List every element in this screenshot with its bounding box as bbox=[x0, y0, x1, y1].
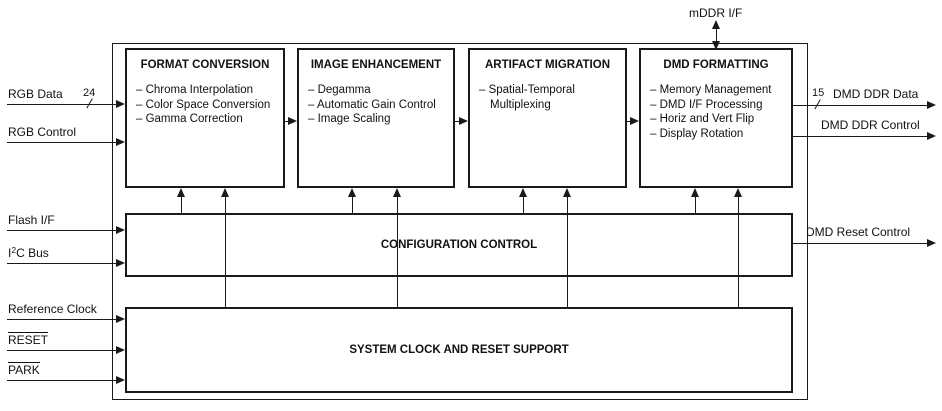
flash-if-line bbox=[7, 230, 117, 232]
clock-to-am-line bbox=[567, 195, 569, 307]
i2c-label-pre: I bbox=[8, 246, 12, 260]
config-to-fc-arrowhead bbox=[177, 188, 185, 197]
format-conversion-block: FORMAT CONVERSION – Chroma Interpolation… bbox=[125, 48, 285, 188]
dmd-formatting-title: DMD FORMATTING bbox=[663, 59, 769, 71]
list-item: – Horiz and Vert Flip bbox=[650, 113, 755, 126]
list-item: – DMD I/F Processing bbox=[650, 98, 763, 111]
config-to-ie-line bbox=[352, 195, 354, 213]
image-enhancement-items: – Degamma – Automatic Gain Control – Ima… bbox=[308, 83, 447, 127]
mddr-arrowhead-down bbox=[712, 41, 720, 50]
i2c-bus-line bbox=[7, 263, 117, 265]
clock-to-df-line bbox=[738, 195, 740, 307]
clock-to-ie-arrowhead bbox=[393, 188, 401, 197]
flash-if-label: Flash I/F bbox=[8, 213, 55, 227]
image-enhancement-title: IMAGE ENHANCEMENT bbox=[310, 59, 442, 71]
config-to-df-line bbox=[695, 195, 697, 213]
clock-to-fc-line bbox=[225, 195, 227, 307]
rgb-control-arrowhead bbox=[116, 138, 125, 146]
clock-to-fc-arrowhead bbox=[221, 188, 229, 197]
mddr-if-label: mDDR I/F bbox=[689, 6, 743, 20]
list-item: – Image Scaling bbox=[308, 113, 391, 126]
dmd-ddr-control-line bbox=[793, 136, 928, 138]
list-item: – Gamma Correction bbox=[136, 113, 243, 126]
system-clock-title: SYSTEM CLOCK AND RESET SUPPORT bbox=[349, 344, 569, 356]
system-clock-block: SYSTEM CLOCK AND RESET SUPPORT bbox=[125, 307, 793, 393]
i2c-label-post: C Bus bbox=[16, 246, 49, 260]
mddr-arrowhead-up bbox=[712, 20, 720, 29]
clock-to-am-arrowhead bbox=[563, 188, 571, 197]
dmd-formatting-block: DMD FORMATTING – Memory Management – DMD… bbox=[639, 48, 793, 188]
list-item: – Memory Management bbox=[650, 84, 772, 96]
flash-if-arrowhead bbox=[116, 226, 125, 234]
list-item: – Degamma bbox=[308, 84, 371, 96]
reference-clock-arrowhead bbox=[116, 315, 125, 323]
dmd-ddr-data-arrowhead bbox=[927, 101, 936, 109]
config-to-ie-arrowhead bbox=[348, 188, 356, 197]
artifact-migration-block: ARTIFACT MIGRATION – Spatial-Temporal Mu… bbox=[468, 48, 627, 188]
rgb-control-line bbox=[7, 142, 117, 144]
fc-to-ie-arrowhead bbox=[288, 117, 297, 125]
dmd-formatting-items: – Memory Management – DMD I/F Processing… bbox=[650, 83, 785, 141]
rgb-data-label: RGB Data bbox=[8, 87, 63, 101]
configuration-control-title: CONFIGURATION CONTROL bbox=[380, 239, 538, 251]
park-label-text: PARK bbox=[8, 362, 40, 377]
config-to-fc-line bbox=[181, 195, 183, 213]
dmd-ddr-data-line bbox=[793, 105, 928, 107]
config-to-am-line bbox=[523, 195, 525, 213]
reference-clock-line bbox=[7, 319, 117, 321]
i2c-bus-label: I2C Bus bbox=[8, 245, 49, 260]
park-arrowhead bbox=[116, 376, 125, 384]
rgb-data-bus-width: 24 bbox=[83, 87, 96, 99]
dmd-reset-control-arrowhead bbox=[927, 239, 936, 247]
list-item: – Chroma Interpolation bbox=[136, 84, 253, 96]
list-item: – Spatial-Temporal bbox=[479, 84, 575, 96]
reference-clock-label: Reference Clock bbox=[8, 302, 97, 316]
config-to-am-arrowhead bbox=[519, 188, 527, 197]
reset-label-text: RESET bbox=[8, 332, 49, 347]
dmd-ddr-control-arrowhead bbox=[927, 132, 936, 140]
list-item: – Automatic Gain Control bbox=[308, 98, 436, 111]
reset-label: RESET bbox=[8, 332, 49, 347]
dmd-reset-control-label: DMD Reset Control bbox=[806, 225, 911, 239]
format-conversion-title: FORMAT CONVERSION bbox=[140, 59, 270, 71]
ie-to-am-arrowhead bbox=[459, 117, 468, 125]
ddr-data-bus-width: 15 bbox=[812, 87, 825, 99]
rgb-data-arrowhead bbox=[116, 100, 125, 108]
am-to-df-arrowhead bbox=[630, 117, 639, 125]
ie-to-am-line bbox=[455, 121, 462, 123]
dmd-ddr-control-label: DMD DDR Control bbox=[821, 118, 920, 132]
image-enhancement-block: IMAGE ENHANCEMENT – Degamma – Automatic … bbox=[297, 48, 455, 188]
reset-line bbox=[7, 350, 117, 352]
format-conversion-items: – Chroma Interpolation – Color Space Con… bbox=[136, 83, 277, 127]
dmd-ddr-data-label: DMD DDR Data bbox=[833, 87, 919, 101]
dmd-reset-control-line bbox=[793, 243, 928, 245]
configuration-control-block: CONFIGURATION CONTROL bbox=[125, 213, 793, 277]
list-item: Multiplexing bbox=[490, 98, 551, 111]
config-to-df-arrowhead bbox=[691, 188, 699, 197]
rgb-data-line bbox=[7, 104, 117, 106]
list-item: – Display Rotation bbox=[650, 127, 744, 140]
rgb-control-label: RGB Control bbox=[8, 125, 77, 139]
i2c-label-sup: 2 bbox=[11, 245, 17, 255]
park-label: PARK bbox=[8, 362, 40, 377]
clock-to-ie-line bbox=[397, 195, 399, 307]
clock-to-df-arrowhead bbox=[734, 188, 742, 197]
list-item: – Color Space Conversion bbox=[136, 98, 271, 111]
park-line bbox=[7, 380, 117, 382]
mddr-line bbox=[716, 27, 718, 44]
artifact-migration-items: – Spatial-Temporal Multiplexing bbox=[479, 83, 619, 112]
i2c-bus-arrowhead bbox=[116, 259, 125, 267]
reset-arrowhead bbox=[116, 346, 125, 354]
artifact-migration-title: ARTIFACT MIGRATION bbox=[485, 59, 610, 71]
